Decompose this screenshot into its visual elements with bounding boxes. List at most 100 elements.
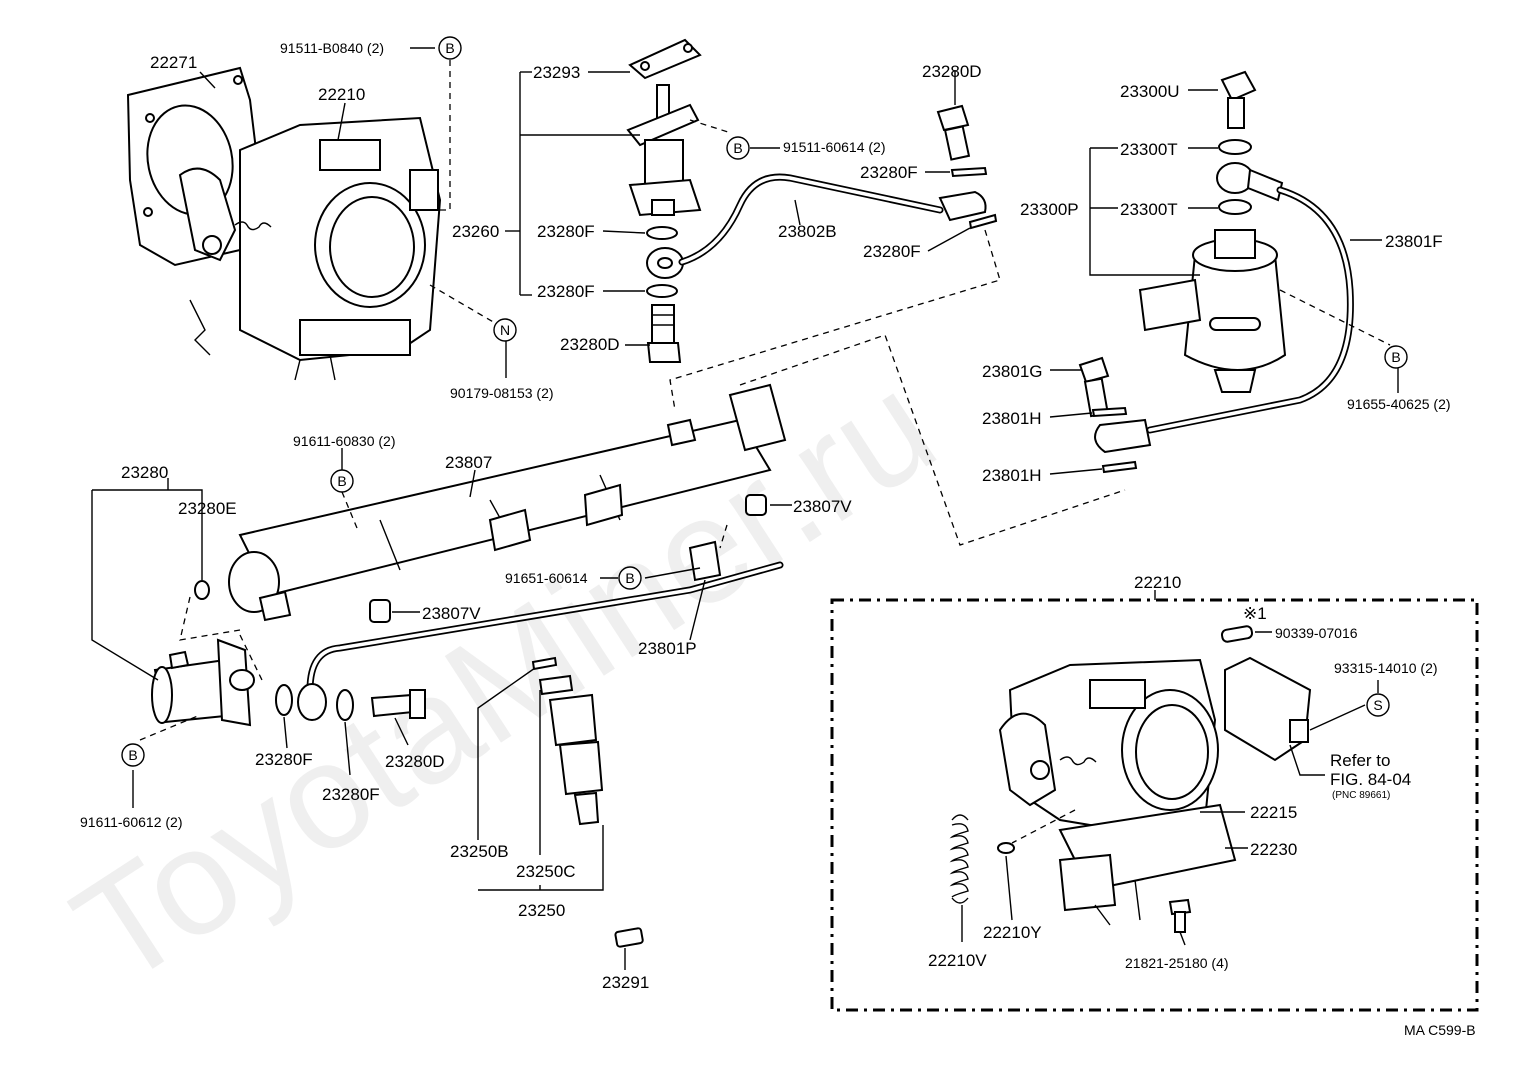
o-ring-23280E — [194, 580, 210, 600]
label-refer-to: Refer to — [1330, 751, 1390, 770]
label-23280F-f: 23280F — [322, 785, 380, 804]
gasket-23280F-5 — [275, 684, 293, 716]
callout-b-6: B — [121, 743, 145, 767]
part-labels: 22271 22210 91511-B0840 (2) 90179-08153 … — [80, 40, 1476, 1038]
svg-text:B: B — [337, 473, 346, 489]
label-23300P: 23300P — [1020, 200, 1079, 219]
insulator-23807V-2 — [369, 599, 391, 623]
gasket-23801H-1 — [1091, 406, 1128, 418]
label-91651: 91651-60614 — [505, 570, 588, 586]
label-23260: 23260 — [452, 222, 499, 241]
label-23802B: 23802B — [778, 222, 837, 241]
label-23280F-d: 23280F — [863, 242, 921, 261]
fuel-filter-23300P — [1138, 229, 1287, 393]
callout-b-1: B — [438, 36, 462, 60]
label-91611-60612: 91611-60612 (2) — [80, 814, 182, 830]
label-22271: 22271 — [150, 53, 197, 72]
screw-21821 — [1168, 898, 1192, 933]
union-bolt-23280D-2 — [370, 689, 426, 719]
union-bolt-23280D-top — [936, 104, 971, 161]
label-90179: 90179-08153 (2) — [450, 385, 554, 401]
label-23807V-b: 23807V — [422, 604, 481, 623]
label-91655: 91655-40625 (2) — [1347, 396, 1451, 412]
label-23280F-c: 23280F — [860, 163, 918, 182]
gasket-23280F-1 — [646, 226, 678, 240]
pin-90339 — [1220, 625, 1254, 643]
label-23300T-a: 23300T — [1120, 140, 1178, 159]
label-21821: 21821-25180 (4) — [1125, 955, 1229, 971]
label-note-1: ※1 — [1243, 604, 1267, 623]
injector-23250 — [538, 674, 604, 826]
gasket-23280F-4 — [968, 213, 998, 230]
label-22210V: 22210V — [928, 951, 987, 970]
grommet-23291 — [614, 927, 644, 948]
label-23801P: 23801P — [638, 639, 697, 658]
union-bolt-23280D — [646, 304, 682, 363]
svg-text:B: B — [733, 140, 742, 156]
label-23280F-a: 23280F — [537, 222, 595, 241]
pulsation-damper-23260 — [626, 103, 702, 217]
callout-s-1: S — [1366, 693, 1390, 717]
gasket-23280F-6 — [336, 689, 354, 721]
label-90339: 90339-07016 — [1275, 625, 1358, 641]
grommet-23250B — [531, 656, 558, 671]
label-22210-top: 22210 — [318, 85, 365, 104]
label-91511-60614: 91511-60614 (2) — [783, 139, 885, 155]
label-22210Y: 22210Y — [983, 923, 1042, 942]
callout-n-1: N — [493, 318, 517, 342]
svg-text:B: B — [625, 570, 634, 586]
label-23280D-a: 23280D — [560, 335, 620, 354]
label-23280D-b: 23280D — [385, 752, 445, 771]
throttle-body-assy-box — [830, 598, 1479, 1012]
label-23280D-top: 23280D — [922, 62, 982, 81]
label-23291: 23291 — [602, 973, 649, 992]
label-pnc-ref: (PNC 89661) — [1332, 790, 1390, 801]
svg-text:S: S — [1373, 697, 1382, 713]
label-23807V-a: 23807V — [793, 497, 852, 516]
gasket-23280F-3 — [950, 166, 988, 178]
label-23280F-b: 23280F — [537, 282, 595, 301]
leader-lines — [91, 47, 1399, 970]
union-bolt-23300U — [1220, 70, 1257, 129]
label-23300U: 23300U — [1120, 82, 1180, 101]
label-93315: 93315-14010 (2) — [1334, 660, 1438, 676]
fuel-pipe-23801P — [297, 540, 784, 721]
figure-code: MA C599-B — [1404, 1022, 1476, 1038]
label-23801F: 23801F — [1385, 232, 1443, 251]
fuel-pipe-23802B — [678, 173, 987, 266]
union-bolt-fitting — [646, 247, 684, 279]
union-bolt-23801G — [1078, 356, 1110, 418]
label-23801H-b: 23801H — [982, 466, 1042, 485]
gasket-23280F-2 — [646, 284, 678, 298]
label-23801G: 23801G — [982, 362, 1043, 381]
label-23293: 23293 — [533, 63, 580, 82]
callout-b-2: B — [726, 136, 750, 160]
label-91611-60830: 91611-60830 (2) — [293, 433, 395, 449]
label-23801H-a: 23801H — [982, 409, 1042, 428]
label-23300T-b: 23300T — [1120, 200, 1178, 219]
fuel-delivery-pipe-23807 — [228, 383, 787, 622]
svg-text:N: N — [500, 322, 510, 338]
label-23280F-e: 23280F — [255, 750, 313, 769]
label-22210-box: 22210 — [1134, 573, 1181, 592]
o-ring-22210Y — [997, 842, 1015, 854]
callout-b-3: B — [1384, 345, 1408, 369]
throttle-position-sensor — [1224, 656, 1312, 762]
label-22215: 22215 — [1250, 803, 1297, 822]
label-23807: 23807 — [445, 453, 492, 472]
filter-union — [1216, 162, 1284, 202]
callout-b-4: B — [330, 469, 354, 493]
label-23250: 23250 — [518, 901, 565, 920]
spring-22210V — [949, 814, 969, 904]
insulator-23807V-1 — [745, 494, 767, 516]
svg-text:B: B — [1391, 349, 1400, 365]
gasket-23801H-2 — [1101, 460, 1138, 474]
pressure-regulator-23280 — [151, 638, 255, 727]
svg-text:B: B — [445, 40, 454, 56]
label-fig-ref: FIG. 84-04 — [1330, 770, 1411, 789]
label-23280E: 23280E — [178, 499, 237, 518]
label-91511-B0840: 91511-B0840 (2) — [280, 40, 384, 56]
throttle-body-assy-22210 — [998, 658, 1237, 926]
label-23280: 23280 — [121, 463, 168, 482]
